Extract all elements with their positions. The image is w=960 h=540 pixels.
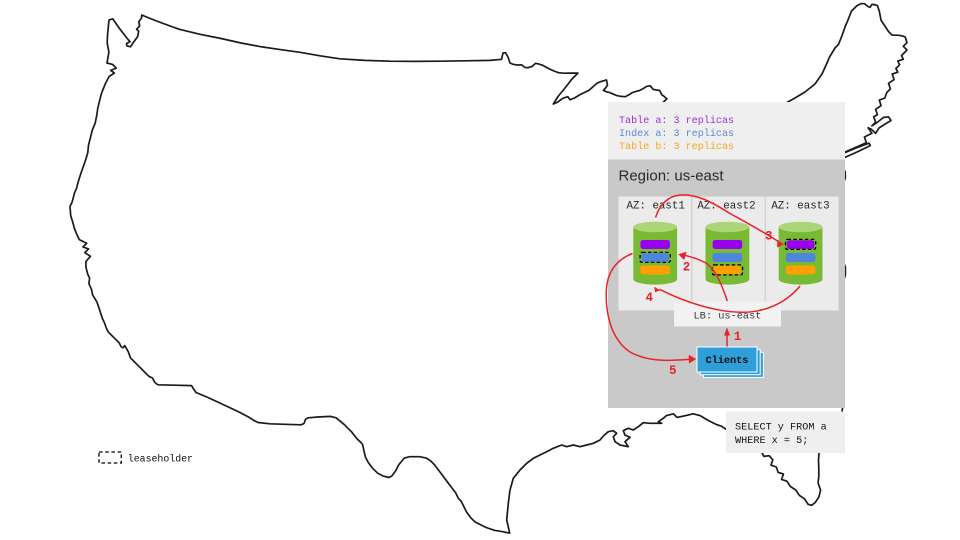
svg-text:SELECT y FROM a: SELECT y FROM a [735,422,827,433]
svg-text:WHERE x = 5;: WHERE x = 5; [735,436,808,447]
svg-text:LB: us-east: LB: us-east [694,311,762,323]
svg-text:Region: us-east: Region: us-east [619,168,725,185]
svg-text:Index a: 3 replicas: Index a: 3 replicas [619,128,734,140]
svg-text:3: 3 [765,230,773,244]
svg-text:Table b: 3 replicas: Table b: 3 replicas [619,141,734,153]
svg-text:1: 1 [734,330,742,344]
svg-text:2: 2 [683,261,691,275]
svg-text:AZ: east1: AZ: east1 [627,201,685,213]
svg-text:5: 5 [669,364,677,378]
svg-text:Clients: Clients [706,355,749,367]
svg-text:Table a: 3 replicas: Table a: 3 replicas [619,115,734,127]
svg-text:leaseholder: leaseholder [128,453,193,464]
svg-text:AZ: east3: AZ: east3 [771,201,829,213]
svg-text:4: 4 [645,291,653,305]
